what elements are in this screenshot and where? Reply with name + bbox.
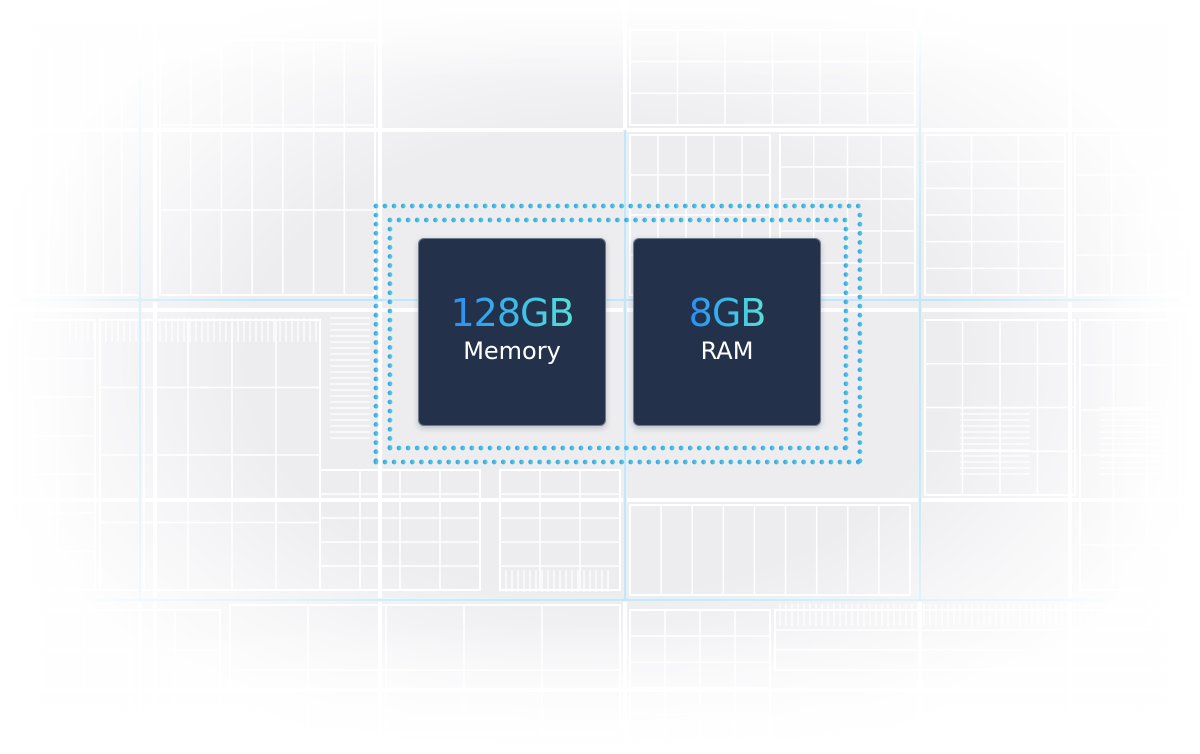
memory-label: Memory [463, 337, 561, 365]
memory-capacity-value: 128GB [450, 291, 574, 335]
dotted-chip-outline [373, 203, 863, 465]
ram-capacity-value: 8GB [688, 291, 767, 335]
ram-chip: 8GB RAM [633, 238, 821, 426]
memory-chip: 128GB Memory [418, 238, 606, 426]
ram-label: RAM [700, 337, 754, 365]
dot-pattern [373, 203, 863, 465]
